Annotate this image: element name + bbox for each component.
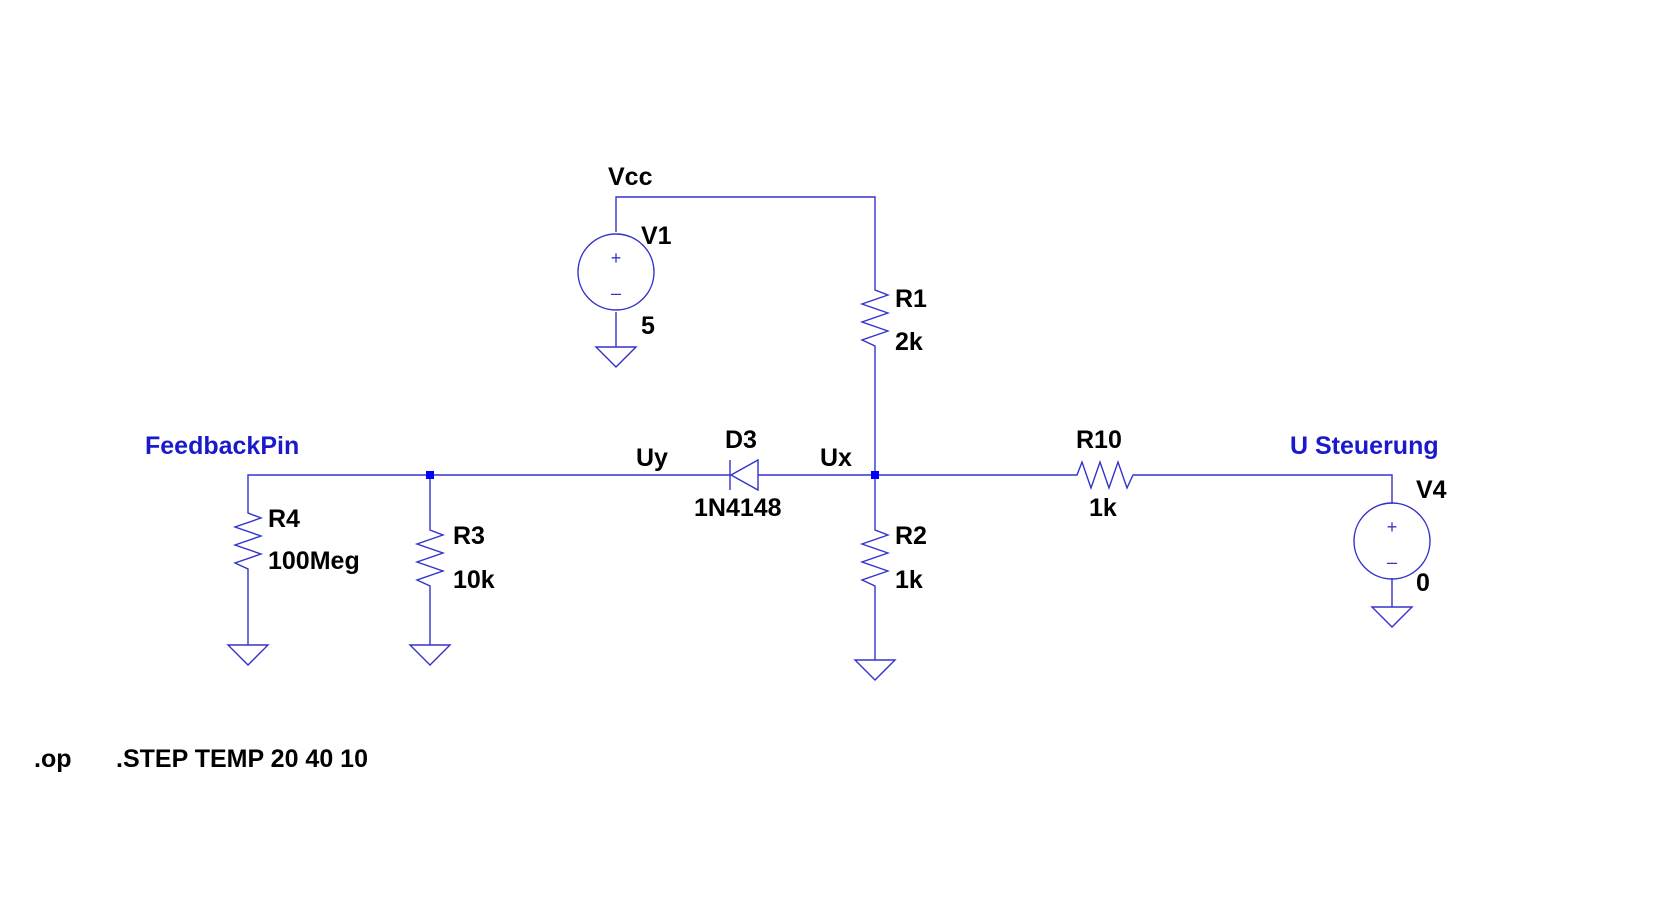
junction-feedback [426, 471, 434, 479]
r10-value: 1k [1089, 494, 1117, 522]
d3-name: D3 [725, 426, 757, 454]
diode-d3[interactable] [729, 458, 759, 492]
v4-name: V4 [1416, 476, 1447, 504]
r4-name: R4 [268, 505, 300, 533]
r1-name: R1 [895, 285, 927, 313]
directive-step[interactable]: .STEP TEMP 20 40 10 [116, 745, 368, 773]
v1-minus-icon: – [611, 283, 621, 303]
ground-icon-r2 [853, 659, 897, 681]
wire-feedback-bus [247, 474, 730, 505]
resistor-r3[interactable] [414, 522, 446, 596]
resistor-r1[interactable] [859, 282, 891, 356]
net-label-ux: Ux [820, 444, 852, 472]
ground-icon-v1 [594, 346, 638, 368]
r10-name: R10 [1076, 426, 1122, 454]
v1-plus-icon: + [611, 248, 622, 268]
r4-value: 100Meg [268, 547, 360, 575]
net-label-steuerung: U Steuerung [1290, 432, 1439, 460]
r2-name: R2 [895, 522, 927, 550]
wires [247, 196, 1393, 660]
ground-icon-v4 [1370, 606, 1414, 628]
r1-value: 2k [895, 328, 923, 356]
d3-value: 1N4148 [694, 494, 782, 522]
directive-op[interactable]: .op [34, 745, 72, 773]
resistor-r4[interactable] [232, 505, 264, 579]
r3-name: R3 [453, 522, 485, 550]
v4-plus-icon: + [1387, 517, 1398, 537]
voltage-source-v1[interactable]: + – [577, 233, 655, 311]
wire-vcc-rail [615, 196, 876, 282]
r2-value: 1k [895, 566, 923, 594]
v4-minus-icon: – [1387, 552, 1397, 572]
v1-name: V1 [641, 222, 672, 250]
net-label-feedback: FeedbackPin [145, 432, 299, 460]
resistor-r2[interactable] [859, 522, 891, 596]
net-label-uy: Uy [636, 444, 668, 472]
voltage-source-v4[interactable]: + – [1353, 502, 1431, 580]
ground-icon-r3 [408, 644, 452, 666]
ground-icon-r4 [226, 644, 270, 666]
resistor-r10[interactable] [1069, 459, 1143, 491]
v1-value: 5 [641, 312, 655, 340]
v4-value: 0 [1416, 569, 1430, 597]
r3-value: 10k [453, 566, 495, 594]
wire-r10-v4 [1143, 474, 1393, 504]
net-label-vcc: Vcc [608, 163, 653, 191]
junction-ux [871, 471, 879, 479]
